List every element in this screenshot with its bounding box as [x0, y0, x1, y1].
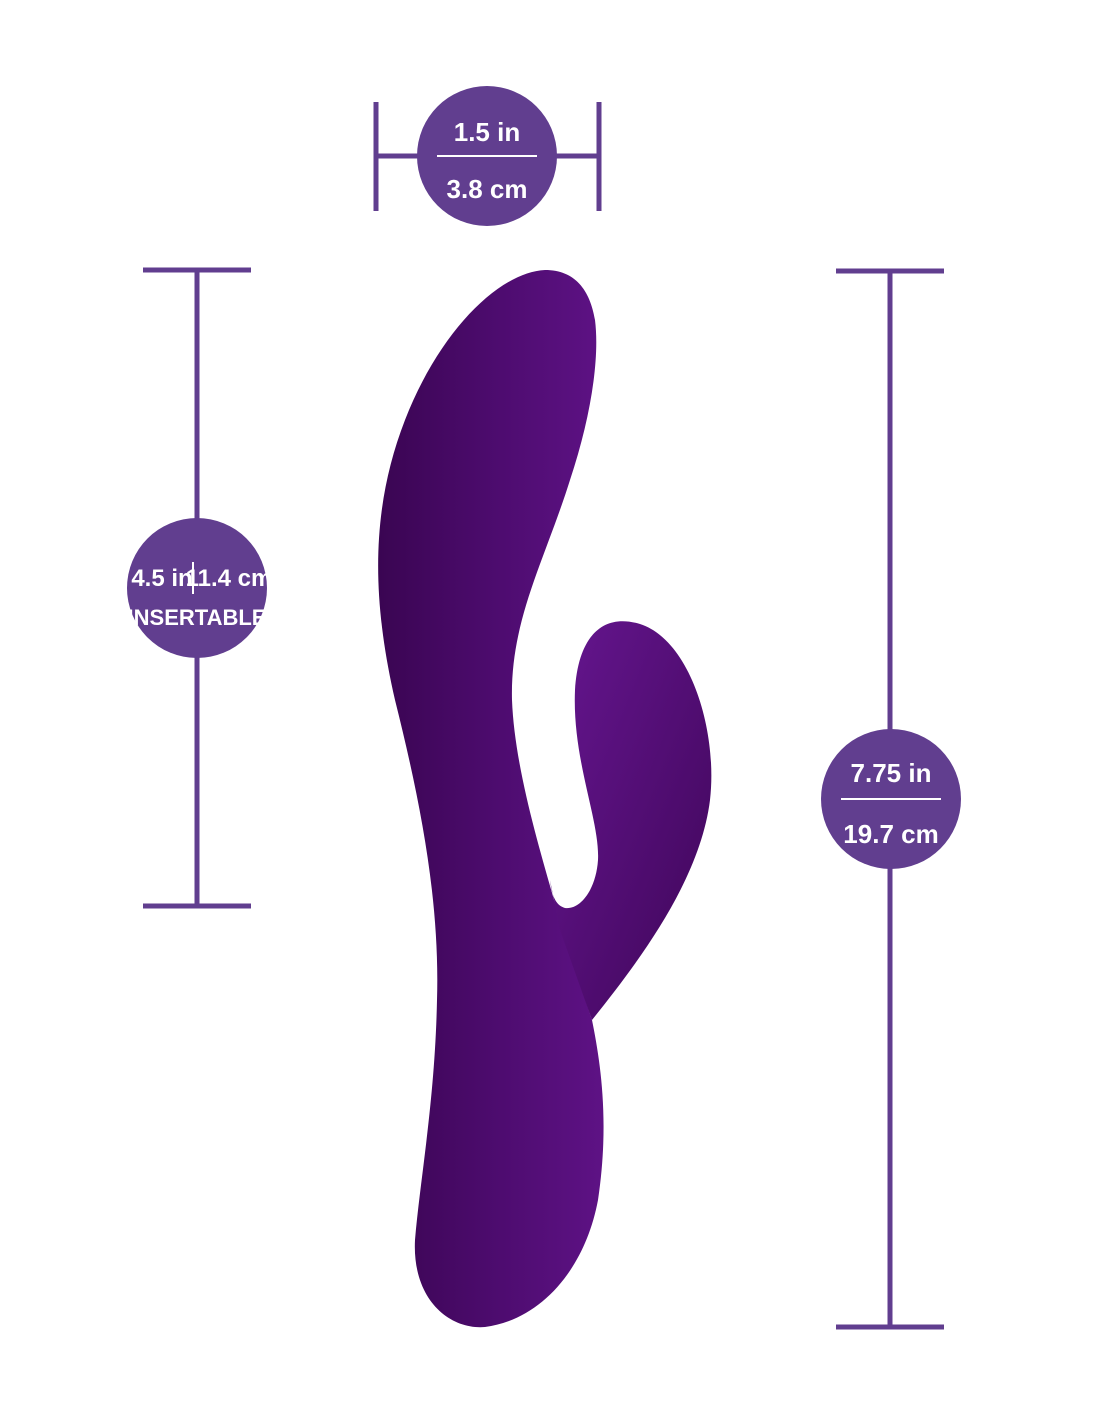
width-badge: 1.5 in 3.8 cm [417, 86, 557, 226]
insertable-badge: 4.5 in 11.4 cm INSERTABLE [127, 518, 272, 658]
product-arm [550, 621, 712, 1020]
length-badge: 7.75 in 19.7 cm [821, 729, 961, 869]
insertable-imperial: 4.5 in [131, 565, 192, 592]
width-metric: 3.8 cm [447, 174, 528, 204]
length-metric: 19.7 cm [843, 819, 938, 849]
product-shaft [378, 270, 604, 1328]
width-imperial: 1.5 in [454, 117, 520, 147]
insertable-label: INSERTABLE [128, 605, 267, 630]
product-image [378, 270, 712, 1328]
insertable-metric: 11.4 cm [186, 565, 273, 592]
length-imperial: 7.75 in [851, 758, 932, 788]
